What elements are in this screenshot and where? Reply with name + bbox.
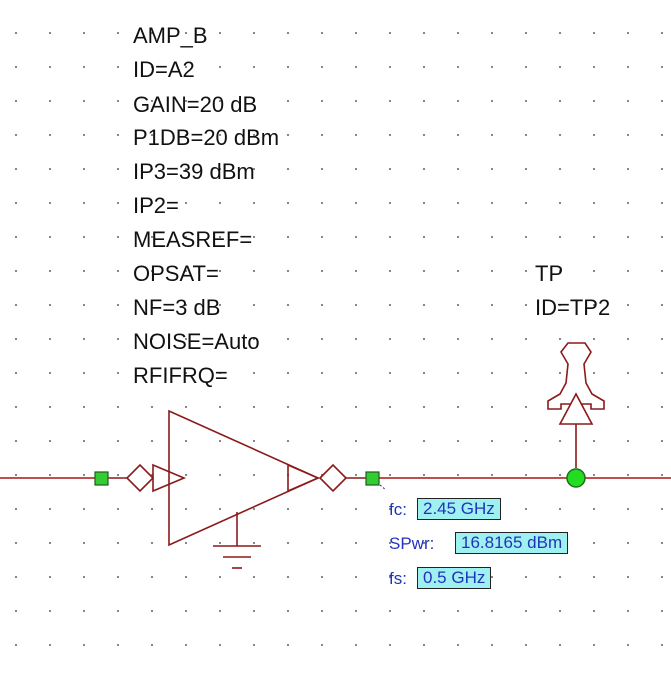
probe-head bbox=[547, 342, 605, 410]
annotation-spwr-value: 16.8165 dBm bbox=[455, 532, 569, 554]
output-diamond bbox=[318, 463, 348, 493]
annotation-fs-label: fs: bbox=[389, 569, 407, 588]
amp-param-id[interactable]: ID=A2 bbox=[133, 57, 195, 82]
input-port[interactable] bbox=[94, 471, 109, 486]
amp-param-opsat[interactable]: OPSAT= bbox=[133, 261, 219, 286]
amp-param-gain[interactable]: GAIN=20 dB bbox=[133, 92, 258, 117]
amp-param-noise[interactable]: NOISE=Auto bbox=[133, 329, 260, 354]
amp-param-name[interactable]: AMP_B bbox=[133, 23, 208, 48]
annotation-fs-value: 0.5 GHz bbox=[417, 567, 492, 589]
amp-param-rfifrq[interactable]: RFIFRQ= bbox=[133, 363, 228, 388]
amplifier-symbol[interactable] bbox=[125, 409, 348, 569]
annotation-fc-label: fc: bbox=[389, 500, 407, 519]
output-port[interactable] bbox=[365, 471, 380, 486]
test-point-id[interactable]: ID=TP2 bbox=[535, 295, 611, 320]
test-point-probe[interactable] bbox=[547, 342, 605, 468]
amplifier-triangle bbox=[168, 409, 320, 547]
amp-param-nf[interactable]: NF=3 dB bbox=[133, 295, 221, 320]
annotation-leader bbox=[379, 484, 387, 491]
amp-param-p1db[interactable]: P1DB=20 dBm bbox=[133, 125, 280, 150]
input-diamond bbox=[125, 463, 155, 493]
amp-param-ip3[interactable]: IP3=39 dBm bbox=[133, 159, 255, 184]
amp-param-measref[interactable]: MEASREF= bbox=[133, 227, 253, 252]
probe-arrow bbox=[558, 392, 594, 425]
test-point-node[interactable] bbox=[566, 468, 586, 488]
amp-param-ip2[interactable]: IP2= bbox=[133, 193, 179, 218]
test-point-name[interactable]: TP bbox=[535, 261, 564, 286]
annotation-spwr-label: SPwr: bbox=[389, 534, 435, 553]
output-arrow bbox=[287, 463, 321, 493]
annotation-fc-value: 2.45 GHz bbox=[417, 498, 501, 520]
